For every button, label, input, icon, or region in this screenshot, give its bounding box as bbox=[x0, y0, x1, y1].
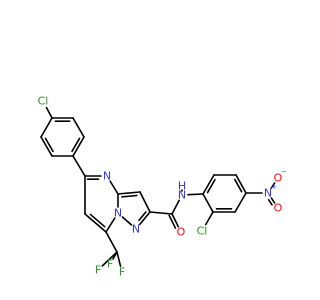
bond-c14-o1 bbox=[171, 213, 180, 228]
atom-label-f1: F bbox=[107, 258, 113, 271]
bond-n4-o2 bbox=[270, 182, 276, 189]
bond-c8-c9 bbox=[117, 191, 141, 195]
atom-label-n4: N bbox=[264, 187, 272, 200]
bond-c15-c16 bbox=[202, 174, 215, 195]
bond-c18-c19 bbox=[234, 192, 247, 213]
bond-c8-c9-inner bbox=[121, 194, 138, 198]
atom-label-n2: N bbox=[114, 207, 122, 220]
atom-label-o2: O bbox=[274, 172, 283, 185]
bond-c10-c14 bbox=[149, 211, 173, 215]
bond-c12-c11-inner bbox=[89, 213, 106, 228]
bond-c13-f2 bbox=[101, 251, 118, 267]
bond-c2-c3 bbox=[72, 117, 85, 138]
atom-label-o3: O bbox=[274, 202, 283, 215]
bond-n3-n2 bbox=[121, 216, 133, 226]
bond-n2-c12 bbox=[105, 217, 116, 233]
bond-c12-c11 bbox=[84, 213, 107, 233]
bond-c20-c15 bbox=[202, 193, 214, 213]
bond-c10-n3-inner bbox=[138, 211, 147, 222]
bond-c4-c7 bbox=[72, 155, 86, 177]
bond-c9-c10 bbox=[139, 191, 151, 213]
atom-label-nh: N bbox=[178, 189, 186, 202]
bond-cl1-c1 bbox=[45, 106, 53, 119]
atom-label-n1: N bbox=[103, 170, 111, 183]
bond-c14-nh bbox=[171, 199, 181, 215]
atom-label-cl2: Cl bbox=[197, 225, 208, 238]
bond-c17-c18 bbox=[235, 174, 247, 194]
atom-label-cl1: Cl bbox=[38, 95, 49, 108]
bond-layer bbox=[40, 106, 276, 267]
atom-label-o1: O bbox=[177, 226, 186, 239]
bond-c20-cl2 bbox=[204, 211, 214, 226]
bond-c5-c6-inner bbox=[44, 137, 54, 153]
bond-c14-o1-second bbox=[168, 214, 177, 229]
bond-c3-c4-inner bbox=[71, 137, 81, 153]
bond-c12-c13 bbox=[105, 231, 118, 253]
atom-label-n3: N bbox=[132, 223, 140, 236]
bond-c17-c18-inner bbox=[234, 178, 243, 193]
atom-label-f3: F bbox=[119, 266, 125, 279]
bond-c5-c6 bbox=[40, 136, 53, 157]
bond-n4-o3 bbox=[270, 197, 276, 204]
bond-c15-c16-inner bbox=[206, 178, 216, 194]
atom-label-h1: H bbox=[178, 180, 186, 193]
bond-c3-c4 bbox=[72, 136, 85, 157]
bond-n4-o3-second bbox=[267, 198, 273, 206]
background bbox=[0, 0, 300, 300]
charge-n4: + bbox=[271, 183, 277, 191]
bond-nh-c15 bbox=[187, 193, 204, 196]
bond-c6-c1 bbox=[40, 117, 53, 138]
bond-c13-f3 bbox=[116, 251, 122, 267]
bond-c10-n3 bbox=[139, 211, 151, 226]
atom-label-f2: F bbox=[95, 264, 101, 277]
charge-o2: − bbox=[281, 168, 287, 176]
bond-n1-c8 bbox=[109, 180, 119, 195]
